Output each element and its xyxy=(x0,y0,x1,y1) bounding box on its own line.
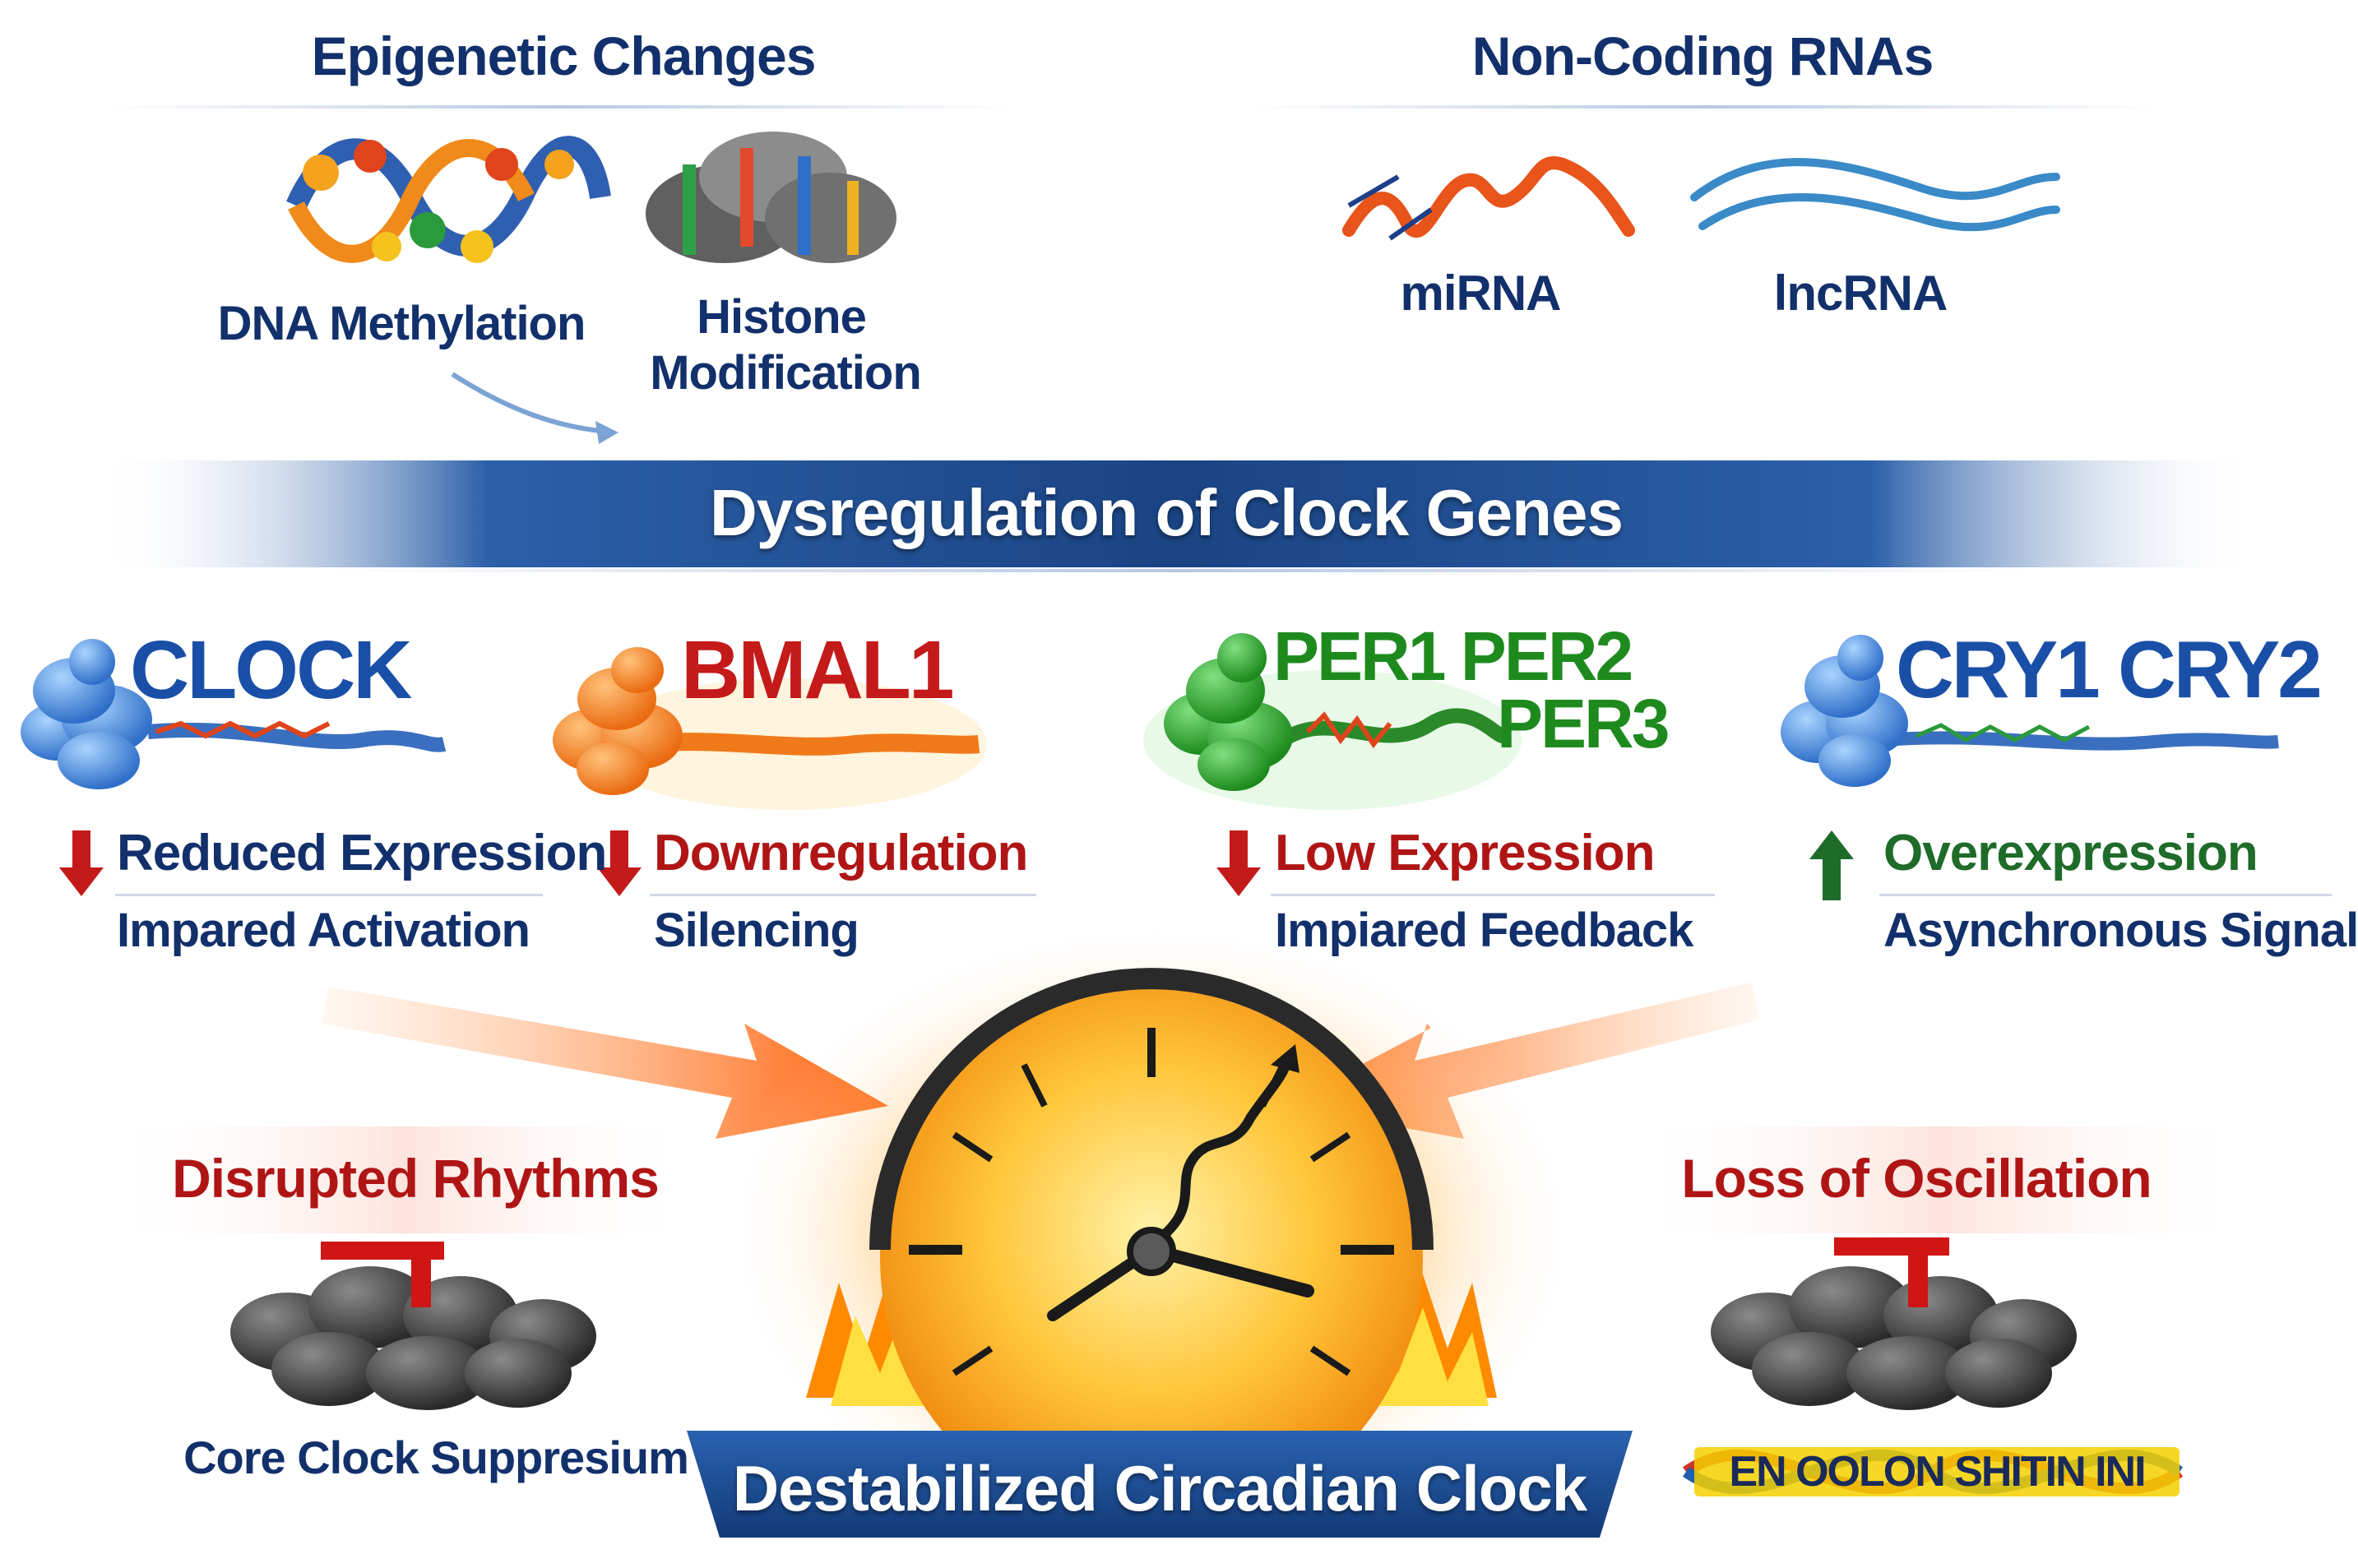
methylation-arrowhead xyxy=(595,421,618,444)
methylation-arrow xyxy=(451,372,609,434)
dysregulation-banner xyxy=(99,460,2259,567)
per-protein-icon xyxy=(1143,633,1522,810)
mirna-icon xyxy=(1342,156,1635,241)
epigenetic-heading: Epigenetic Changes xyxy=(311,25,817,86)
histone-label-line2: Modification xyxy=(650,346,922,400)
left-fire-arrow xyxy=(321,987,888,1139)
bmal1-effect: Downregulation xyxy=(654,825,1028,881)
dna-methylation-label: DNA Methylation xyxy=(217,297,586,350)
gene-name-clock: CLOCK xyxy=(130,624,413,716)
bmal1-down-arrow xyxy=(597,830,642,896)
core-clock-caption: Core Clock Suppresium xyxy=(183,1432,689,1483)
oscillation-band-text: EN OOLON SHITIN INI xyxy=(1729,1448,2146,1496)
left-outcome-wash xyxy=(107,1126,699,1233)
clock-icon xyxy=(869,968,1434,1529)
left-suppressed-cluster-icon xyxy=(230,1242,596,1410)
gene-name-cry: CRY1 CRY2 xyxy=(1896,624,2323,715)
clock-detail: Impared Activation xyxy=(117,904,530,957)
lncrna-label: lncRNA xyxy=(1773,266,1948,321)
per-down-arrow xyxy=(1216,830,1261,896)
histone-icon xyxy=(646,132,896,263)
dysregulation-title: Dysregulation of Clock Genes xyxy=(709,476,1624,549)
right-suppressed-cluster-icon xyxy=(1711,1237,2077,1410)
destabilized-title: Destabilized Circadian Clock xyxy=(732,1452,1587,1524)
clock-effect: Reduced Expression xyxy=(117,825,607,881)
oscillation-dna-band-icon xyxy=(1682,1447,2184,1496)
cry-effect: Overexpression xyxy=(1883,825,2258,881)
loss-of-oscillation-title: Loss of Oscillation xyxy=(1681,1148,2152,1209)
cry-protein-icon xyxy=(1781,635,2279,787)
gene-name-bmal1: BMAL1 xyxy=(681,624,954,716)
dna-methylation-icon xyxy=(286,136,611,263)
epigenetic-heading-line xyxy=(107,105,1012,109)
gene-name-per-line2: PER3 xyxy=(1497,685,1670,762)
cry-up-arrow xyxy=(1809,830,1854,900)
per-detail: Impiared Feedback xyxy=(1275,904,1693,957)
clock-down-arrow xyxy=(59,830,104,896)
destabilized-banner xyxy=(687,1431,1633,1538)
clock-protein-icon xyxy=(21,639,447,789)
bmal1-effect-line xyxy=(650,894,1036,896)
disrupted-rhythms-title: Disrupted Rhythms xyxy=(172,1148,660,1209)
bmal1-detail: Silencing xyxy=(654,904,859,957)
mirna-label: miRNA xyxy=(1400,266,1561,321)
per-effect: Low Expression xyxy=(1275,825,1655,881)
bmal1-protein-icon xyxy=(553,647,987,810)
lncrna-icon xyxy=(1690,158,2060,232)
cry-detail: Asynchronous Signals xyxy=(1883,904,2358,957)
dysregulation-banner-underline xyxy=(329,569,2029,572)
cry-effect-line xyxy=(1879,894,2332,896)
clock-effect-line xyxy=(115,894,543,896)
noncoding-heading-line xyxy=(1250,105,2155,109)
right-outcome-wash xyxy=(1628,1126,2254,1233)
histone-label-line1: Histone xyxy=(697,290,867,344)
per-effect-line xyxy=(1271,894,1715,896)
gene-name-per-line1: PER1 PER2 xyxy=(1273,617,1633,695)
noncoding-heading: Non-Coding RNAs xyxy=(1471,25,1934,86)
